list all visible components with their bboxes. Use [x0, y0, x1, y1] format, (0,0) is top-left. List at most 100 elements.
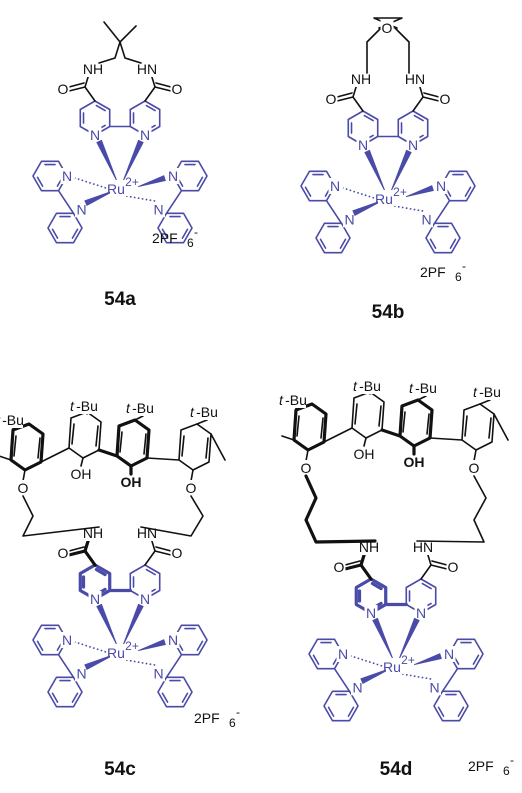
- atom-label-mask: [120, 474, 142, 490]
- tbutyl-label: -Bu: [285, 392, 307, 408]
- counterion-label: 2PF: [152, 230, 178, 246]
- propyl-linker: [304, 474, 377, 544]
- dative-bond: [74, 177, 107, 189]
- double-bond: [363, 114, 374, 122]
- tbutyl-label: -Bu: [76, 398, 98, 414]
- double-bond: [437, 706, 445, 717]
- double-bond: [205, 437, 209, 459]
- double-bond: [181, 692, 189, 703]
- pyridine-nitrogen: N: [62, 168, 72, 184]
- compound-id: 54c: [104, 759, 136, 780]
- wedge-bond: [134, 639, 166, 652]
- atom-label-mask: [274, 392, 306, 408]
- ether-oxygen: O: [18, 480, 29, 496]
- ether-oxygen: O: [469, 460, 480, 476]
- double-bond: [319, 238, 327, 249]
- methylene-bridge: [281, 435, 295, 441]
- carbonyl-oxygen: O: [172, 81, 183, 97]
- dative-bond: [74, 641, 107, 653]
- metal-charge: 2+: [393, 185, 407, 199]
- atom-label-mask: [56, 81, 70, 97]
- pyridine-nitrogen: N: [358, 137, 368, 153]
- carbonyl-bond: [154, 550, 172, 556]
- atom-label-mask: [70, 466, 92, 482]
- carbonyl-oxygen: O: [172, 545, 183, 561]
- pyridine-ring: [323, 690, 359, 722]
- carbonyl-bond: [431, 560, 448, 566]
- atom-label-mask: [75, 665, 88, 682]
- atom-label-mask: [336, 646, 350, 662]
- ether-oxygen: O: [186, 480, 197, 496]
- ruthenium-atom: Ru: [107, 181, 125, 197]
- aryl-ring: [398, 398, 434, 448]
- compound-id: 54d: [380, 759, 413, 780]
- atom-label-mask: [353, 446, 375, 462]
- atom-label-mask: [328, 178, 342, 194]
- atom-label-mask: [88, 591, 102, 607]
- methylene-bridge: [97, 448, 119, 458]
- double-bond: [354, 403, 358, 425]
- tbutyl-label: -Bu: [479, 384, 501, 400]
- pyridine-ring: [157, 212, 193, 244]
- double-bond: [119, 431, 123, 453]
- pyridine-nitrogen: N: [352, 679, 362, 695]
- atom-label-mask: [378, 190, 406, 206]
- biaryl-bond: [165, 653, 183, 679]
- biaryl-bond: [325, 199, 343, 225]
- atom-label-mask: [364, 605, 378, 621]
- atom-label-mask: [350, 71, 372, 87]
- atom-label-mask: [468, 384, 500, 400]
- carbonyl-bond: [67, 549, 87, 557]
- double-bond: [145, 104, 156, 112]
- carbonyl-oxygen: O: [440, 91, 451, 107]
- methylene-bridge: [429, 437, 463, 441]
- aryl-ring: [115, 418, 151, 468]
- atom-label-mask: [185, 404, 217, 420]
- wedge-bond: [396, 617, 420, 666]
- pyridine-nitrogen: N: [330, 178, 340, 194]
- counterion-label: 2PF: [420, 264, 446, 280]
- double-bond: [36, 176, 44, 187]
- alkyl-bridge: [98, 41, 142, 64]
- atom-label-mask: [428, 679, 441, 696]
- wedge-bond: [120, 139, 144, 188]
- atom-label-mask: [356, 137, 370, 153]
- ether-chain: [366, 27, 382, 74]
- counterion-subscript: 6: [229, 716, 236, 730]
- double-bond: [161, 692, 169, 703]
- atom-label-mask: [16, 480, 30, 496]
- carbonyl-oxygen: O: [326, 91, 337, 107]
- compound-id: 54a: [104, 289, 136, 310]
- double-bond: [13, 435, 17, 457]
- atom-label-mask: [60, 168, 74, 184]
- hydroxyl: OH: [354, 446, 375, 462]
- tbutyl-bond: [134, 415, 144, 421]
- methylene-bridge: [380, 428, 402, 438]
- double-bond: [320, 417, 324, 439]
- double-bond: [402, 411, 406, 433]
- wedge-bond: [410, 653, 442, 666]
- atom-label-mask: [404, 380, 436, 396]
- counterion-subscript: 6: [503, 764, 510, 778]
- carbonyl-bond: [336, 96, 354, 102]
- methyl-bond: [103, 21, 121, 43]
- bond: [80, 457, 84, 467]
- tbutyl-label: -Bu: [2, 412, 24, 428]
- amide-bond: [83, 549, 97, 567]
- carbonyl-oxygen: O: [58, 545, 69, 561]
- amide-bond: [84, 86, 96, 102]
- pyridine-nitrogen: N: [140, 591, 150, 607]
- counterion-superscript: -: [462, 259, 466, 273]
- pyridine-nitrogen: N: [90, 591, 100, 607]
- atom-label-mask: [88, 127, 102, 143]
- dative-bond: [393, 205, 425, 213]
- double-bond: [429, 238, 437, 249]
- ethyl-linker: [22, 495, 100, 537]
- double-bond: [95, 425, 99, 447]
- methylene-bridge: [323, 427, 353, 443]
- double-bond: [378, 405, 382, 427]
- pyridine-ring: [315, 222, 351, 254]
- counterion-label: 2PF: [468, 758, 494, 774]
